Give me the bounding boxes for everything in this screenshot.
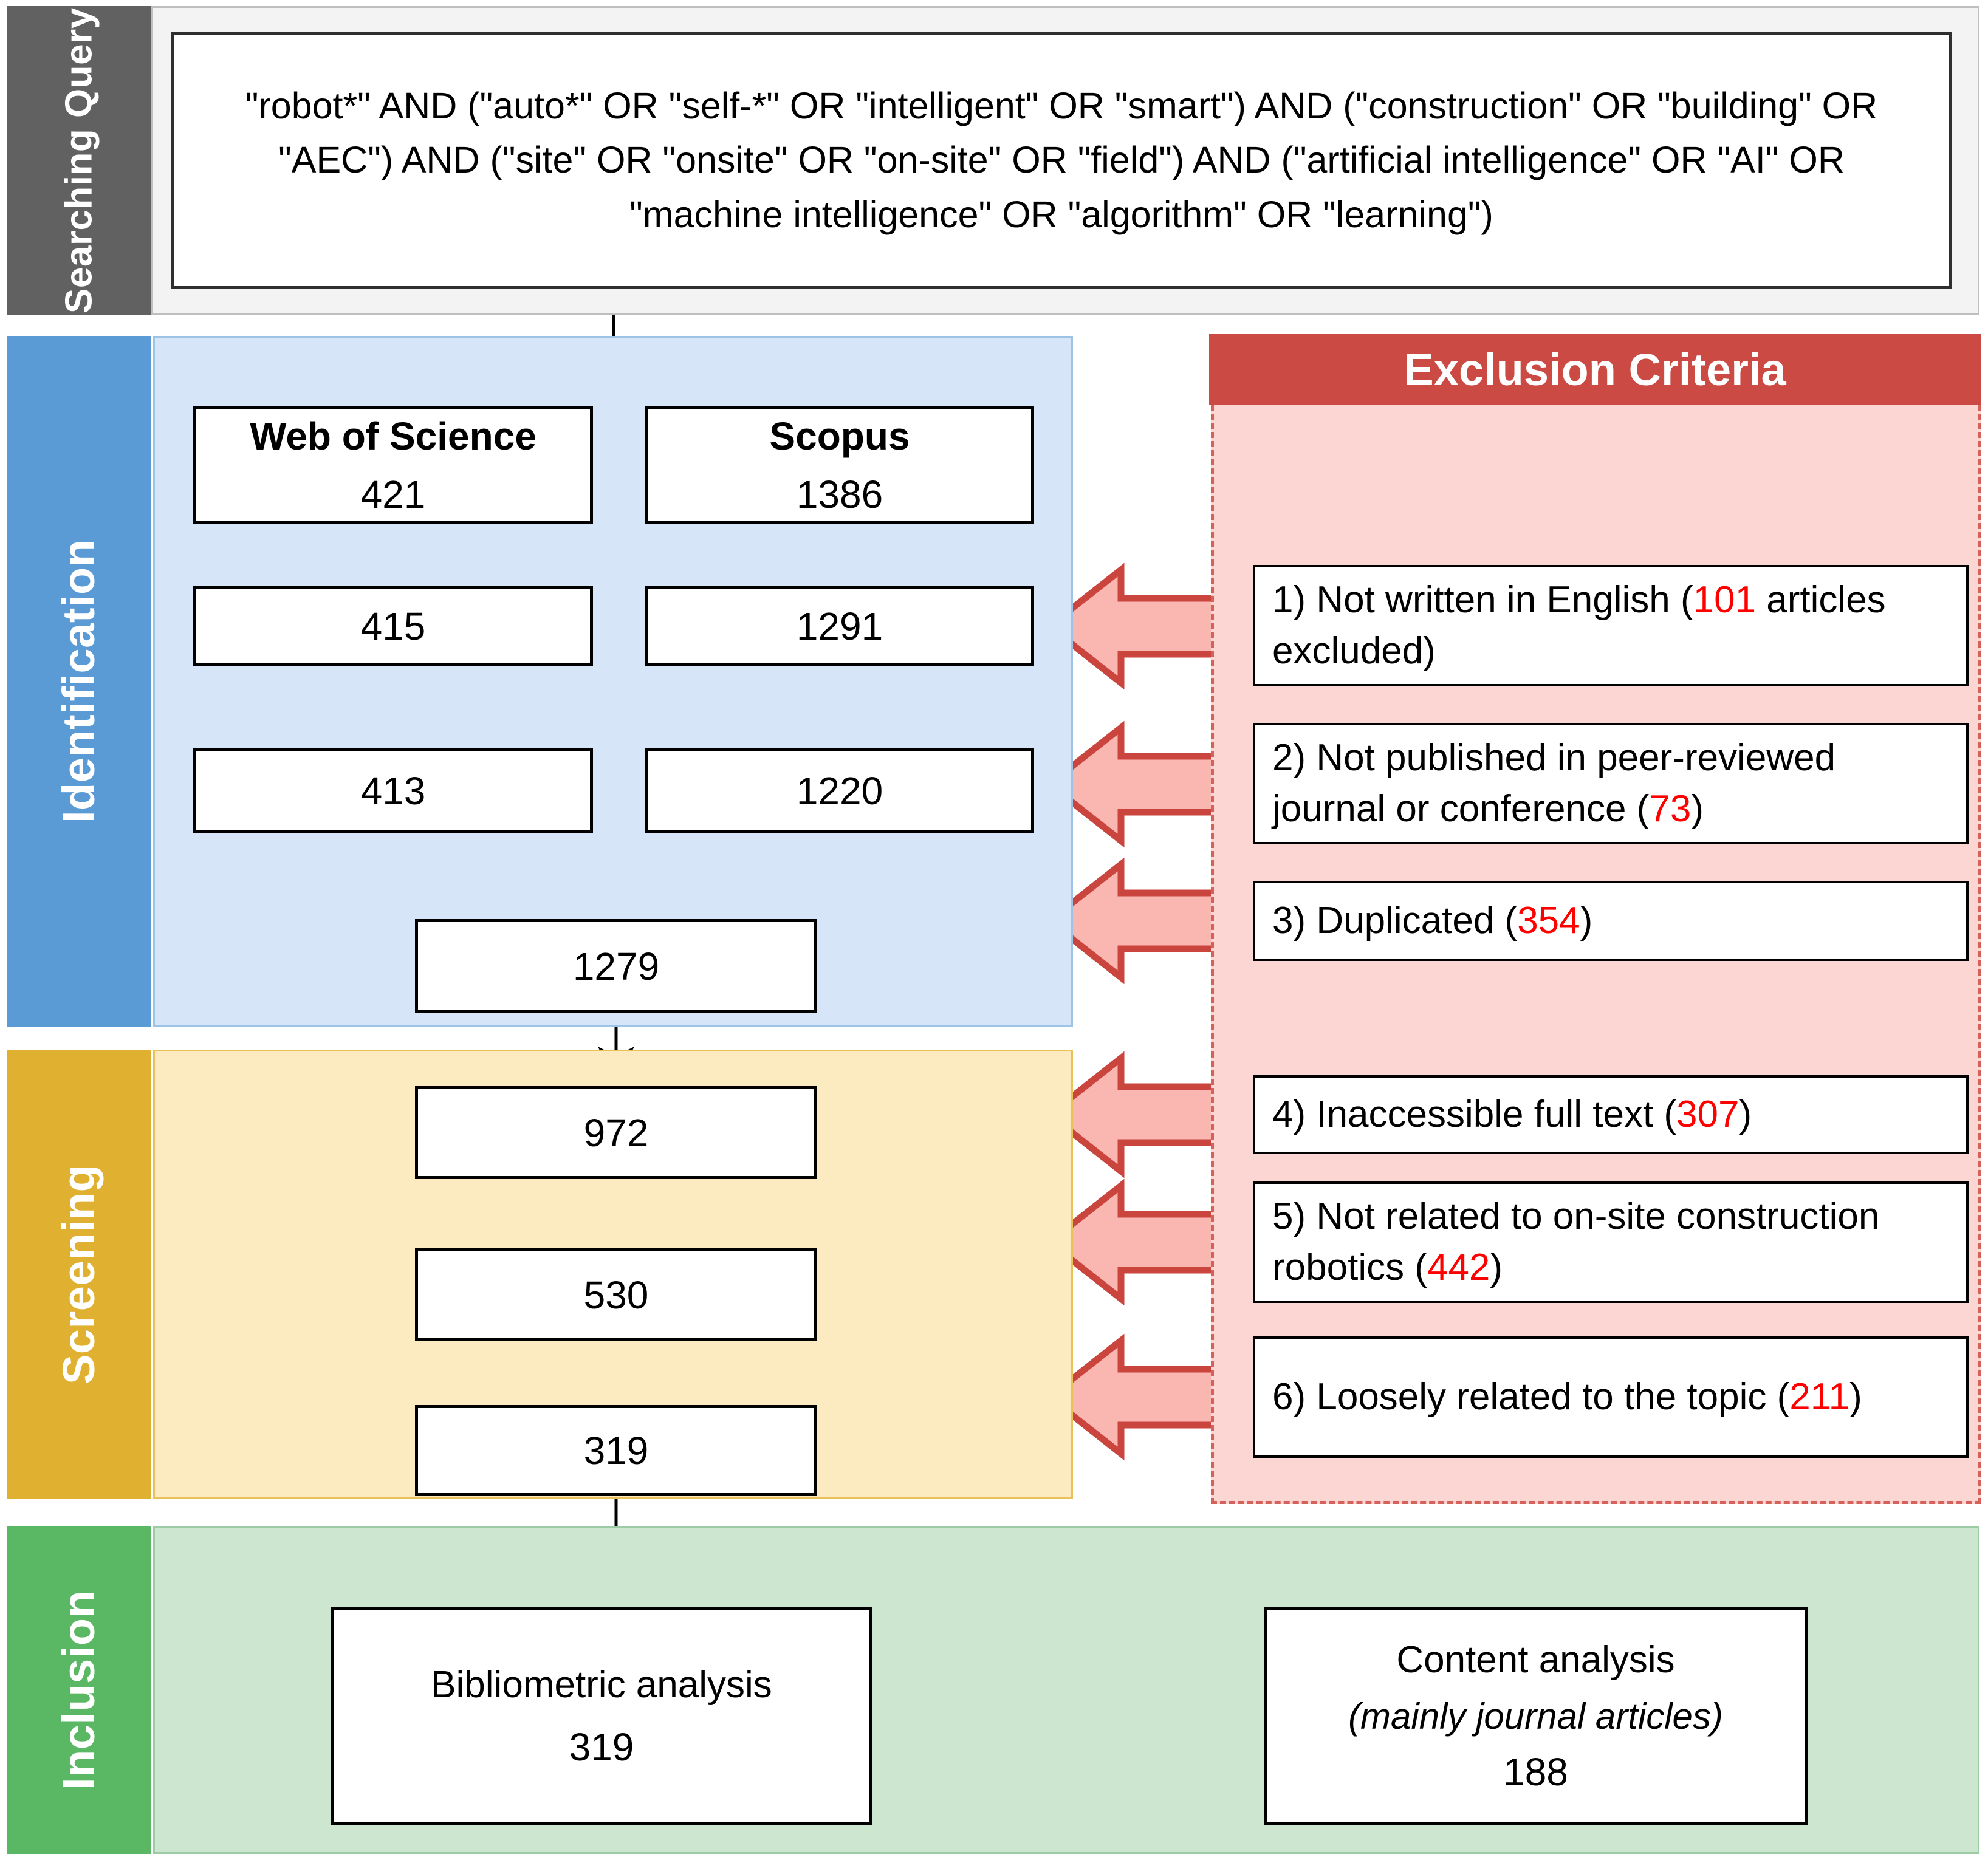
- search-query-text: "robot*" AND ("auto*" OR "self-*" OR "in…: [245, 84, 1878, 235]
- criterion-text-pre: 3) Duplicated (: [1272, 899, 1518, 942]
- count-box-scopus-after-peer-review: 1220: [645, 748, 1034, 833]
- database-count-web-of-science: 421: [360, 472, 426, 516]
- stage-label-searching-query: Searching Query: [7, 6, 151, 315]
- criterion-text-pre: 5) Not related to on-site construction r…: [1272, 1195, 1880, 1288]
- search-query-box: "robot*" AND ("auto*" OR "self-*" OR "in…: [171, 32, 1952, 289]
- count-box-after-duplicates: 972: [415, 1086, 817, 1179]
- exclusion-arrow-group: [1044, 562, 1238, 1461]
- database-box-scopus: Scopus 1386: [645, 406, 1034, 524]
- criterion-text-post: ): [1739, 1093, 1752, 1135]
- count-value: 972: [583, 1110, 649, 1155]
- exclusion-arrow-1: [1044, 562, 1238, 690]
- criterion-text-post: articles excluded): [1272, 578, 1886, 672]
- exclusion-criterion-5: 5) Not related to on-site construction r…: [1253, 1181, 1969, 1303]
- count-value: 1279: [572, 944, 660, 988]
- count-value: 415: [360, 604, 426, 648]
- criterion-text-post: ): [1849, 1375, 1862, 1418]
- count-box-after-relevance: 319: [415, 1405, 817, 1496]
- stage-label-screening: Screening: [7, 1050, 151, 1499]
- count-box-merged-records: 1279: [415, 919, 817, 1013]
- exclusion-criterion-2: 2) Not published in peer-reviewed journa…: [1253, 723, 1969, 844]
- count-value: 413: [360, 769, 426, 813]
- count-box-after-fulltext: 530: [415, 1248, 817, 1341]
- exclusion-criterion-3: 3) Duplicated (354): [1253, 881, 1969, 961]
- content-analysis-box: Content analysis (mainly journal article…: [1264, 1607, 1808, 1825]
- count-value: 1220: [796, 769, 883, 813]
- database-count-scopus: 1386: [796, 472, 883, 516]
- exclusion-arrow-3: [1044, 857, 1238, 985]
- count-box-wos-after-peer-review: 413: [193, 748, 593, 833]
- exclusion-criteria-header: Exclusion Criteria: [1209, 334, 1981, 405]
- criterion-text-pre: 6) Loosely related to the topic (: [1272, 1375, 1790, 1418]
- criterion-text-post: ): [1691, 788, 1704, 830]
- exclusion-arrow-6: [1044, 1333, 1238, 1461]
- criterion-count: 442: [1427, 1246, 1490, 1288]
- bibliometric-analysis-count: 319: [569, 1725, 634, 1769]
- database-box-web-of-science: Web of Science 421: [193, 406, 593, 524]
- content-analysis-subtitle: (mainly journal articles): [1348, 1695, 1723, 1737]
- exclusion-criterion-1: 1) Not written in English (101 articles …: [1253, 565, 1969, 686]
- criterion-text-post: ): [1580, 899, 1593, 942]
- criterion-count: 354: [1517, 899, 1580, 942]
- stage-label-identification: Identification: [7, 336, 151, 1027]
- count-box-wos-after-language: 415: [193, 586, 593, 666]
- criterion-text-post: ): [1490, 1246, 1503, 1288]
- count-value: 319: [583, 1429, 649, 1472]
- count-box-scopus-after-language: 1291: [645, 586, 1034, 666]
- criterion-count: 101: [1693, 578, 1757, 621]
- exclusion-criterion-4: 4) Inaccessible full text (307): [1253, 1075, 1969, 1154]
- exclusion-arrow-5: [1044, 1178, 1238, 1306]
- database-name-web-of-science: Web of Science: [250, 414, 536, 458]
- database-name-scopus: Scopus: [769, 414, 910, 458]
- exclusion-criterion-6: 6) Loosely related to the topic (211): [1253, 1336, 1969, 1458]
- content-analysis-title: Content analysis: [1396, 1639, 1675, 1681]
- criterion-text-pre: 2) Not published in peer-reviewed journa…: [1272, 736, 1836, 830]
- count-value: 530: [583, 1273, 649, 1317]
- criterion-count: 211: [1789, 1375, 1850, 1418]
- criterion-count: 73: [1649, 788, 1692, 830]
- bibliometric-analysis-title: Bibliometric analysis: [431, 1663, 772, 1706]
- count-value: 1291: [796, 604, 883, 648]
- exclusion-arrow-2: [1044, 720, 1238, 848]
- criterion-count: 307: [1676, 1093, 1740, 1135]
- stage-label-inclusion: Inclusion: [7, 1526, 151, 1854]
- content-analysis-count: 188: [1503, 1749, 1568, 1794]
- criterion-text-pre: 1) Not written in English (: [1272, 578, 1693, 621]
- bibliometric-analysis-box: Bibliometric analysis 319: [331, 1607, 872, 1825]
- criterion-text-pre: 4) Inaccessible full text (: [1272, 1093, 1677, 1135]
- exclusion-arrow-4: [1044, 1051, 1238, 1178]
